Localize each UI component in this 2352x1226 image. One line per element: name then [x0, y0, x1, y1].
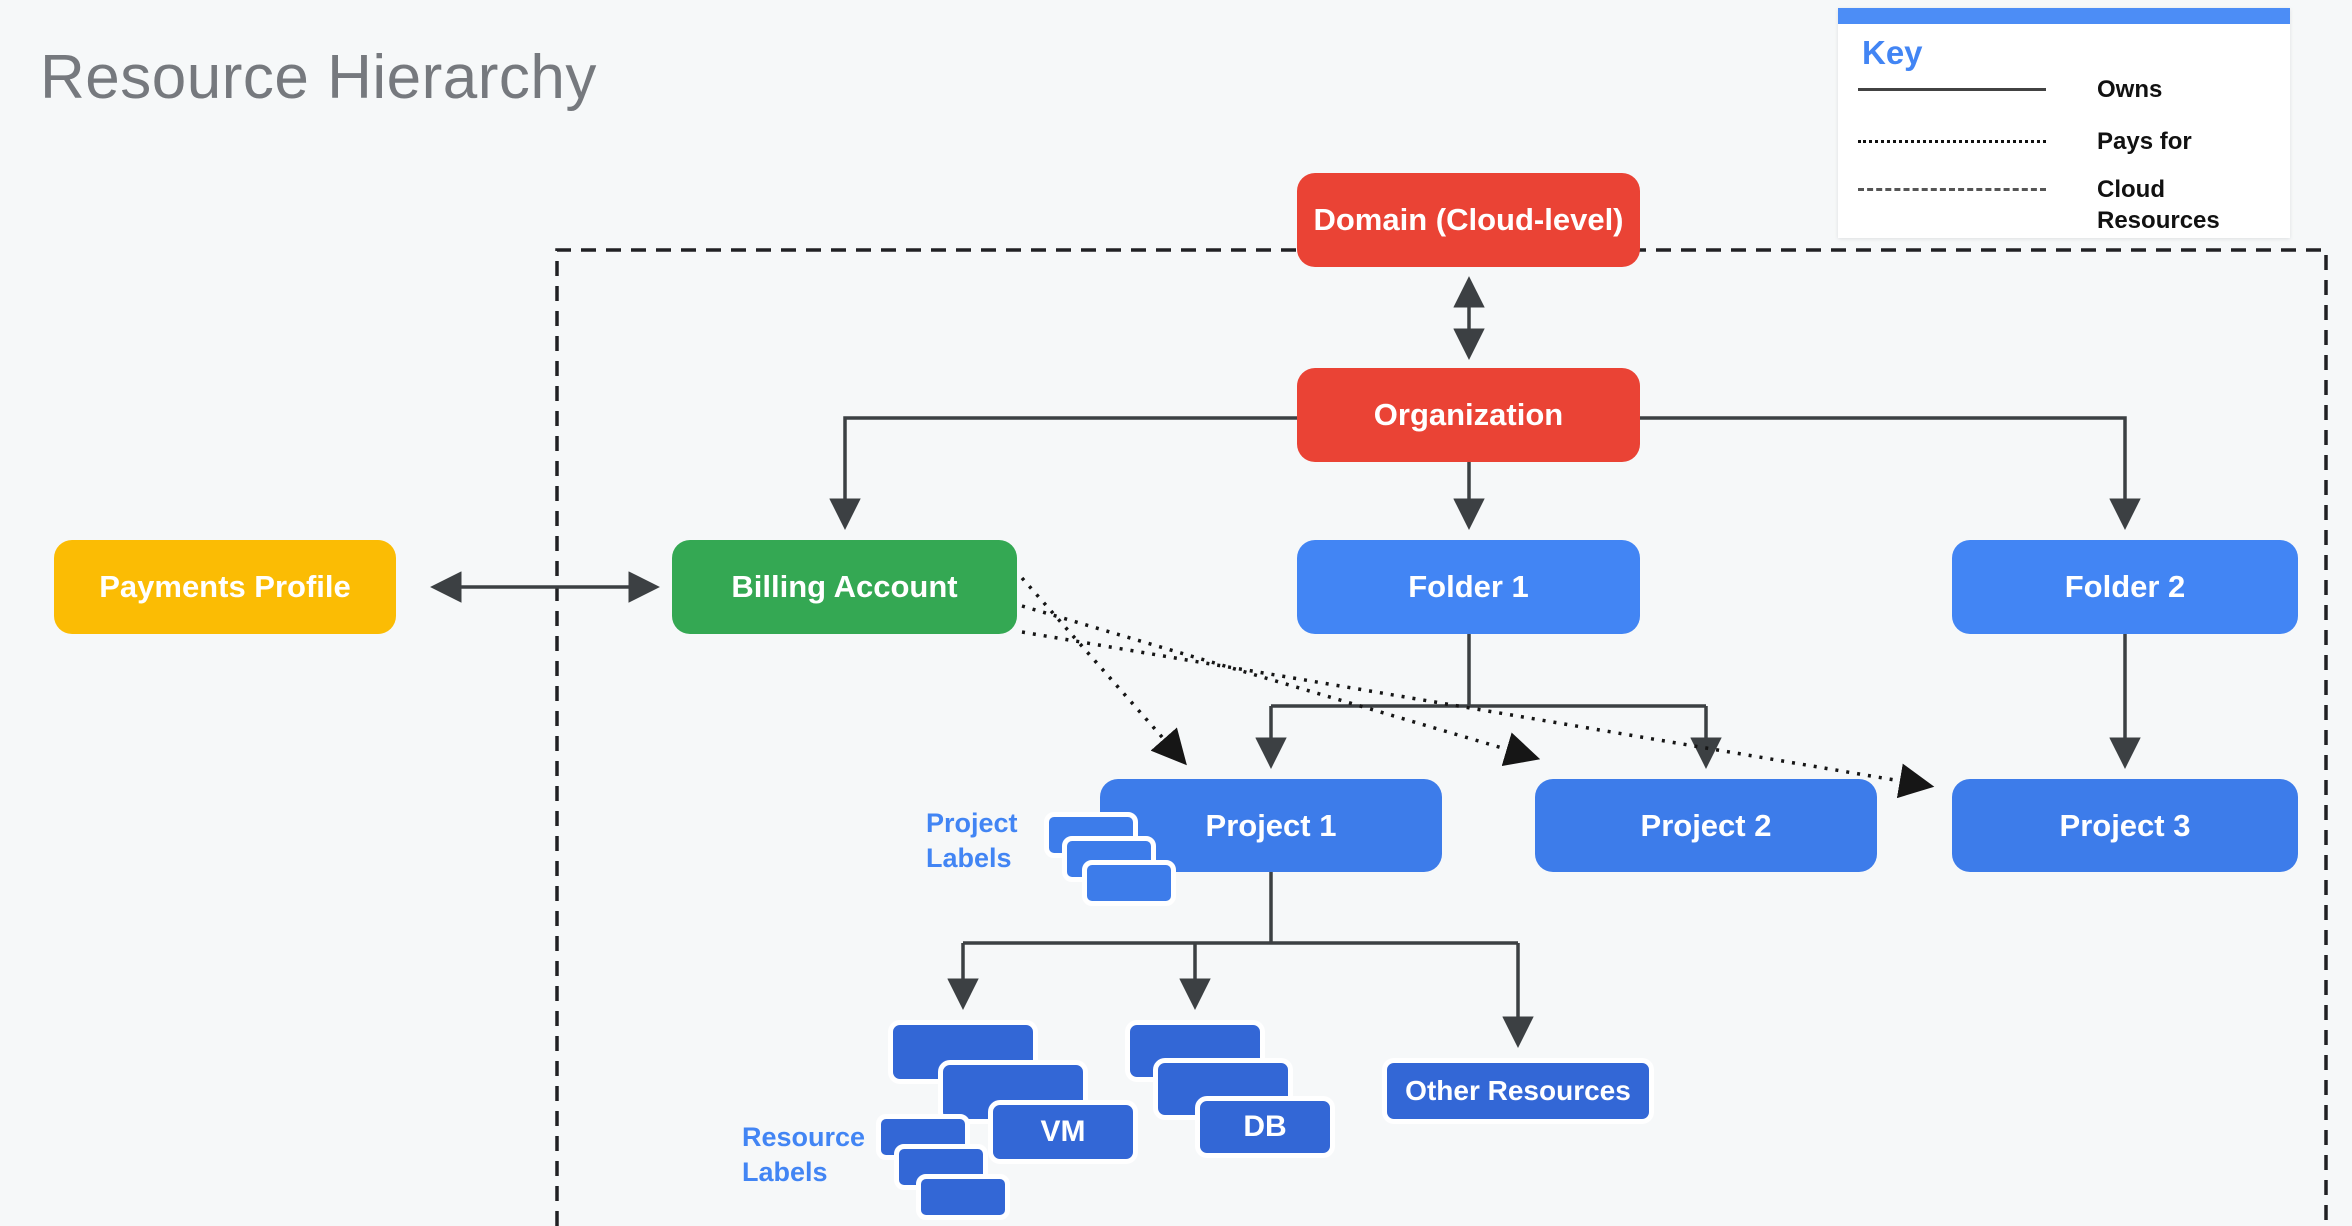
node-folder2: Folder 2	[1952, 540, 2298, 634]
connector-folder1-branch	[1271, 634, 1706, 708]
node-db-label: DB	[1243, 1110, 1287, 1143]
connector-billing-project2-dotted	[1021, 604, 1541, 767]
connector-billing-project1-dotted	[1020, 576, 1187, 766]
node-project2-label: Project 2	[1640, 807, 1772, 843]
project-labels-annotation: Project Labels	[926, 808, 1018, 873]
connector-project1-branch	[963, 872, 1518, 945]
node-vm-label: VM	[1040, 1115, 1086, 1148]
node-domain-label: Domain (Cloud-level)	[1313, 202, 1624, 237]
node-vm: VM	[988, 1100, 1138, 1164]
legend: Key Owns Pays for Cloud Resources	[1838, 8, 2290, 238]
node-domain: Domain (Cloud-level)	[1297, 173, 1640, 267]
connector-organization-billing	[829, 416, 1297, 530]
legend-header-bar	[1838, 8, 2290, 24]
node-project1: Project 1	[1100, 779, 1442, 872]
connector-organization-folder2	[1640, 416, 2141, 530]
legend-label-cloud-resources: Cloud Resources	[2097, 176, 2220, 234]
node-billing-account-label: Billing Account	[731, 569, 958, 604]
node-other-resources-label: Other Resources	[1405, 1075, 1631, 1106]
dotted-line-swatch	[1858, 140, 2046, 143]
node-payments-profile-label: Payments Profile	[99, 569, 351, 604]
node-project3-label: Project 3	[2059, 807, 2191, 843]
solid-line-swatch	[1858, 88, 2046, 91]
dashed-line-swatch	[1858, 188, 2046, 191]
node-folder1: Folder 1	[1297, 540, 1640, 634]
legend-label-owns: Owns	[2097, 76, 2163, 103]
node-organization-label: Organization	[1373, 397, 1564, 432]
project-label-card-3	[1082, 860, 1176, 906]
node-project2: Project 2	[1535, 779, 1877, 872]
legend-title: Key	[1862, 34, 1923, 71]
node-payments-profile: Payments Profile	[54, 540, 396, 634]
node-project3: Project 3	[1952, 779, 2298, 872]
node-billing-account: Billing Account	[672, 540, 1017, 634]
connector-billing-project3-dotted	[1021, 630, 1935, 799]
node-project1-label: Project 1	[1205, 807, 1337, 843]
node-other-resources: Other Resources	[1382, 1058, 1654, 1124]
node-organization: Organization	[1297, 368, 1640, 462]
resource-label-card-3	[916, 1174, 1010, 1220]
node-folder1-label: Folder 1	[1408, 569, 1529, 604]
node-folder2-label: Folder 2	[2064, 569, 2186, 604]
page-title: Resource Hierarchy	[40, 43, 597, 112]
node-db: DB	[1195, 1096, 1335, 1158]
resource-labels-annotation: Resource Labels	[742, 1122, 866, 1187]
legend-label-pays-for: Pays for	[2097, 128, 2192, 155]
